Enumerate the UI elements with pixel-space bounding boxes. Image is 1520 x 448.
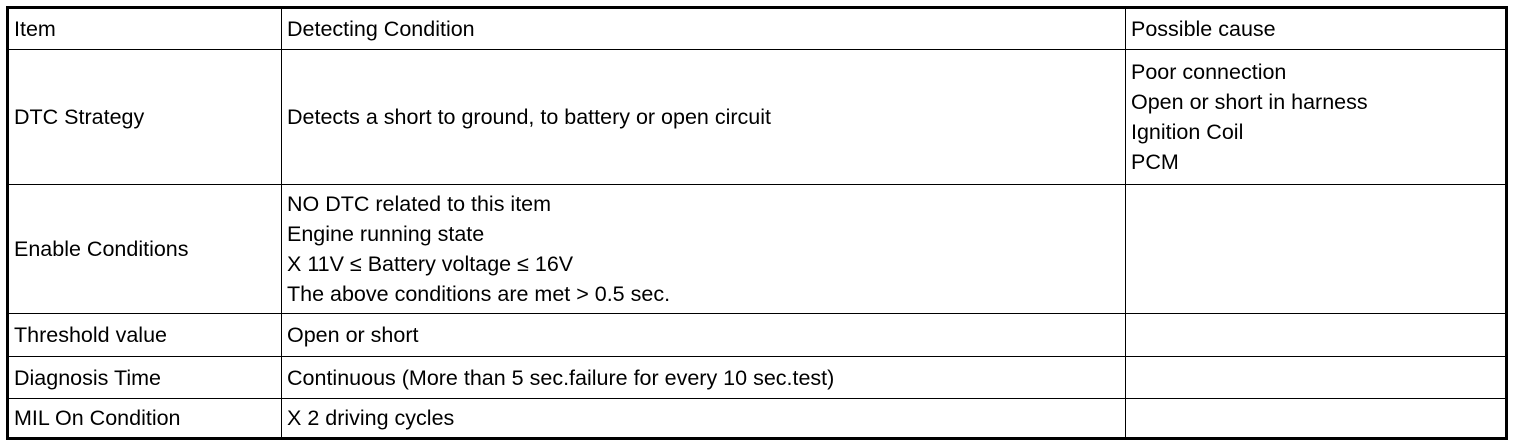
condition-line: Detects a short to ground, to battery or…	[287, 105, 772, 130]
condition-line: The above conditions are met > 0.5 sec.	[287, 282, 671, 307]
table-row: Diagnosis Time Continuous (More than 5 s…	[7, 356, 1507, 399]
condition-cell: NO DTC related to this item Engine runni…	[281, 184, 1126, 315]
condition-line: NO DTC related to this item	[287, 192, 552, 217]
item-cell: Diagnosis Time	[7, 356, 282, 399]
cause-cell	[1125, 313, 1507, 358]
cause-line: Open or short in harness	[1131, 90, 1368, 115]
condition-line: Open or short	[287, 323, 419, 348]
header-item: Item	[7, 6, 282, 51]
condition-cell: Open or short	[281, 313, 1126, 358]
table-row: MIL On Condition X 2 driving cycles	[7, 397, 1507, 440]
item-cell: Enable Conditions	[7, 184, 282, 315]
cause-cell	[1125, 356, 1507, 399]
condition-line: Engine running state	[287, 222, 485, 247]
condition-line: X 11V ≤ Battery voltage ≤ 16V	[287, 252, 574, 277]
cause-cell	[1125, 397, 1507, 440]
condition-line: X 2 driving cycles	[287, 405, 455, 430]
item-cell: DTC Strategy	[7, 49, 282, 186]
condition-cell: Detects a short to ground, to battery or…	[281, 49, 1126, 186]
cause-line: PCM	[1131, 150, 1179, 175]
condition-line: Continuous (More than 5 sec.failure for …	[287, 365, 835, 390]
cause-cell: Poor connection Open or short in harness…	[1125, 49, 1507, 186]
cause-line: Poor connection	[1131, 60, 1287, 85]
header-possible-cause: Possible cause	[1125, 6, 1507, 51]
table-row: Threshold value Open or short	[7, 313, 1507, 358]
cause-cell	[1125, 184, 1507, 315]
table-header-row: Item Detecting Condition Possible cause	[7, 6, 1507, 51]
item-cell: MIL On Condition	[7, 397, 282, 440]
table-row: Enable Conditions NO DTC related to this…	[7, 184, 1507, 315]
condition-cell: Continuous (More than 5 sec.failure for …	[281, 356, 1126, 399]
condition-cell: X 2 driving cycles	[281, 397, 1126, 440]
table-row: DTC Strategy Detects a short to ground, …	[7, 49, 1507, 186]
cause-line: Ignition Coil	[1131, 120, 1244, 145]
dtc-specification-table: Item Detecting Condition Possible cause …	[6, 6, 1508, 440]
item-cell: Threshold value	[7, 313, 282, 358]
header-detecting-condition: Detecting Condition	[281, 6, 1126, 51]
